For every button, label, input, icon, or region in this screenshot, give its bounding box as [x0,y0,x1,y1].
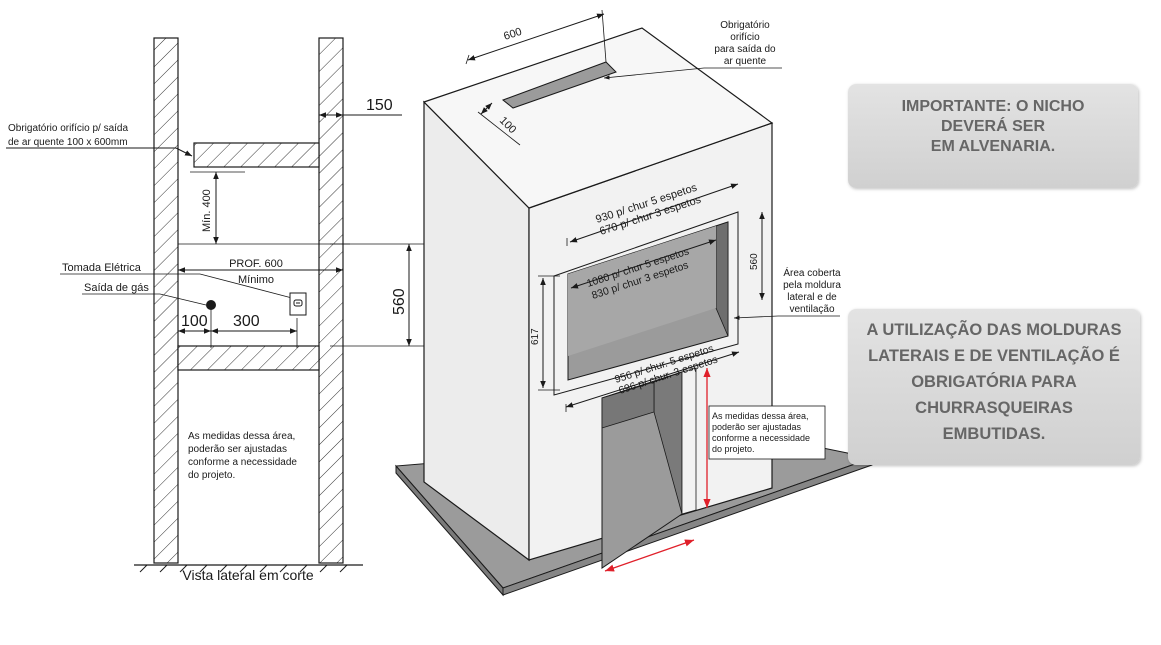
lower-slab [177,345,320,371]
dim-560-label: 560 [391,288,408,315]
molduras-note-text: A UTILIZAÇÃO DAS MOLDURAS LATERAIS E DE … [866,321,1122,443]
gas-label: Saída de gás [84,282,149,294]
base-note-2: poderão ser ajustadas [712,422,802,432]
isometric-view: 600 100 Obrigatório orifício para saída … [394,9,874,597]
iso-hole-note-1: Obrigatório [720,20,770,31]
important-note-box: IMPORTANTE: O NICHO DEVERÁ SER EM ALVENA… [848,84,1138,188]
iso-hole-note-4: ar quente [724,56,767,67]
iso-hole-note-3: para saída do [714,44,776,55]
base-note-box [708,405,826,460]
dim-150-label: 150 [366,97,393,114]
base-note-3: conforme a necessidade [712,433,810,443]
lower-note-line4: do projeto. [188,470,235,481]
hole-label-line2: de ar quente 100 x 600mm [8,137,128,148]
dim-300-label: 300 [233,313,260,330]
side-view-caption: Vista lateral em corte [182,567,313,583]
dim-617-label: 617 [530,328,541,345]
min-400-label: Mín. 400 [201,189,213,232]
hole-label-line1: Obrigatório orifício p/ saída [8,123,128,134]
base-note-1: As medidas dessa área, [712,411,809,421]
base-note-4: do projeto. [712,444,755,454]
iso-dim-600: 600 [502,26,523,43]
area-note-2: pela moldura [783,280,841,291]
lower-note-line3: conforme a necessidade [188,457,297,468]
prof-600-label: PROF. 600 [229,258,283,270]
tomada-label: Tomada Elétrica [62,262,142,274]
minimo-label: Mínimo [238,274,274,286]
side-section-view: Vista lateral em corte 150 Obrigatório o… [6,37,430,583]
area-note-4: ventilação [789,304,834,315]
top-hole [501,61,617,109]
upper-slab [193,142,320,168]
dim-100-label: 100 [181,313,208,330]
iso-hole-note-2: orifício [730,32,760,43]
molduras-note-box: A UTILIZAÇÃO DAS MOLDURAS LATERAIS E DE … [848,309,1140,465]
lower-note-line1: As medidas dessa área, [188,431,295,442]
area-note-3: lateral e de [787,292,837,303]
important-note-text: IMPORTANTE: O NICHO DEVERÁ SER EM ALVENA… [901,98,1085,155]
iso-dim-560: 560 [749,253,760,270]
right-wall [318,37,344,564]
lower-note-line2: poderão ser ajustadas [188,444,287,455]
area-note-1: Área coberta [783,266,841,279]
left-wall [153,37,179,564]
